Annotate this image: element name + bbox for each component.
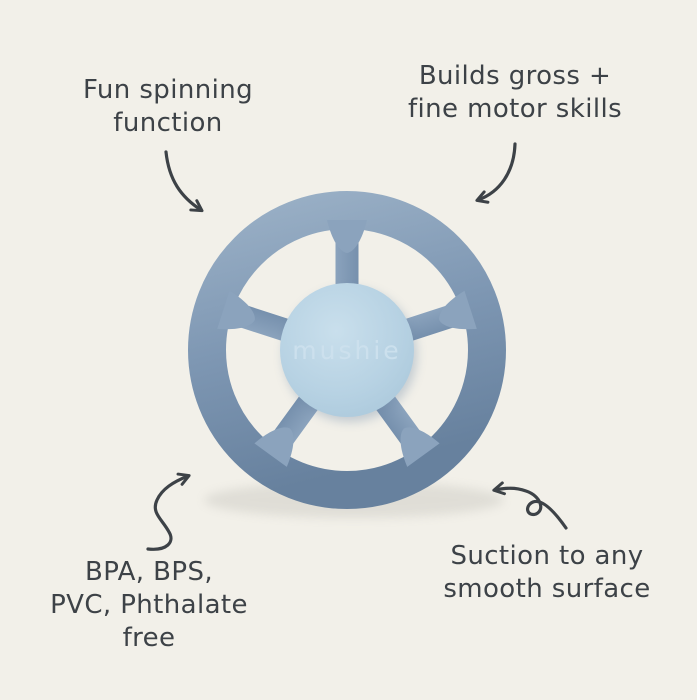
wheel-ring xyxy=(188,191,506,509)
callout-arrows xyxy=(146,142,568,551)
annotation-line: fine motor skills xyxy=(407,93,623,124)
annotation-motor: Builds gross + fine motor skills xyxy=(378,60,652,126)
arrow-motor xyxy=(475,142,517,204)
annotation-spinning: Fun spinning function xyxy=(36,74,300,140)
annotation-line: smooth surface xyxy=(443,573,651,604)
annotation-line: function xyxy=(113,107,223,138)
annotation-materials: BPA, BPS, PVC, Phthalate free xyxy=(24,556,274,654)
arrow-suction xyxy=(492,481,568,530)
annotation-line: PVC, Phthalate xyxy=(50,589,248,620)
brand-logo: mushie xyxy=(292,336,401,365)
annotation-line: Suction to any xyxy=(450,541,644,571)
wheel-toy: mushie xyxy=(188,191,506,509)
annotation-line: Builds gross + xyxy=(418,61,612,91)
arrow-spinning xyxy=(164,150,204,213)
wheel-hub xyxy=(280,283,414,417)
annotation-suction: Suction to any smooth surface xyxy=(414,540,680,606)
arrow-materials xyxy=(146,472,191,551)
annotation-line: BPA, BPS, xyxy=(84,557,214,587)
annotation-line: Fun spinning xyxy=(83,75,253,105)
annotation-line: free xyxy=(122,622,176,653)
